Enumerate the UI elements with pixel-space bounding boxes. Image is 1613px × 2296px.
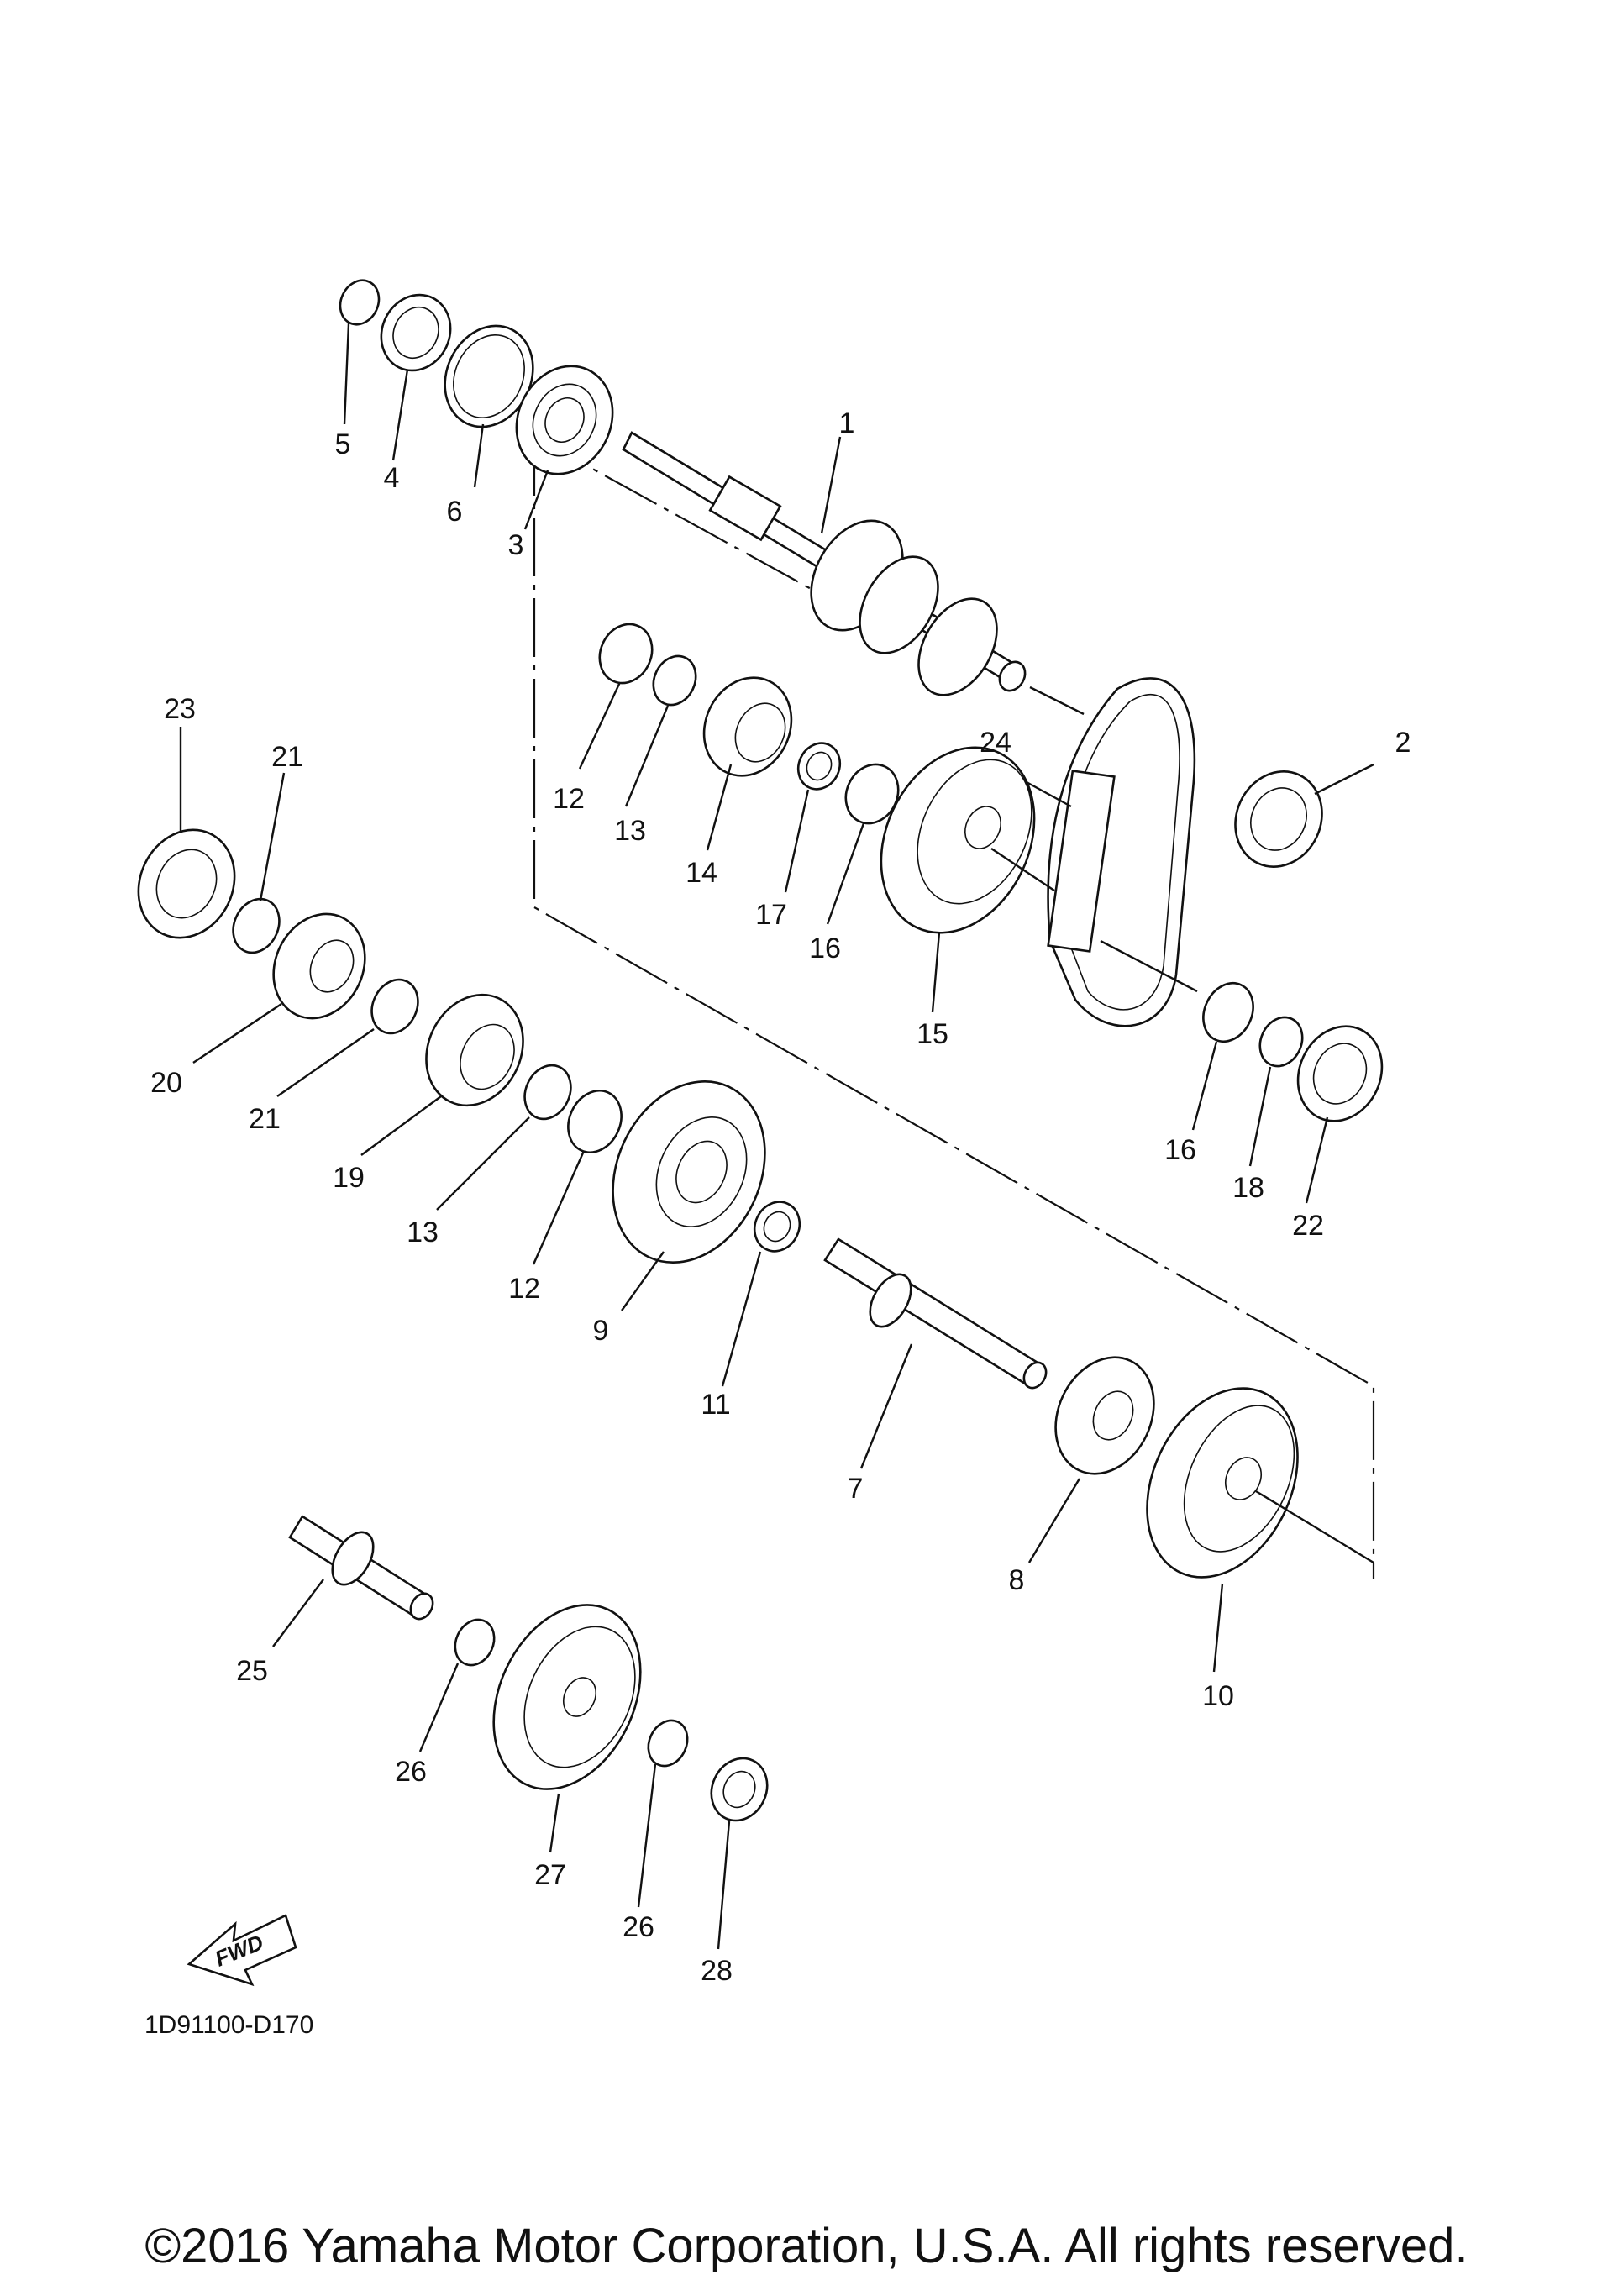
callout-13b: 13 <box>407 1216 439 1248</box>
circlip-13b <box>523 1064 572 1121</box>
callout-28: 28 <box>701 1955 733 1987</box>
circlip-21b <box>370 978 419 1035</box>
callout-26a: 26 <box>395 1756 427 1788</box>
shaft-7 <box>823 1237 1048 1390</box>
shift-clutch-19 <box>425 993 524 1107</box>
leader-lines <box>179 323 1374 1950</box>
callout-24: 24 <box>980 727 1011 759</box>
gear-27 <box>492 1604 642 1790</box>
washer-12a <box>598 623 654 685</box>
bearing-3 <box>515 365 614 475</box>
callout-27: 27 <box>534 1859 566 1891</box>
callout-8: 8 <box>1009 1564 1025 1596</box>
callout-25: 25 <box>236 1655 268 1687</box>
callout-12a: 12 <box>553 783 585 815</box>
callout-26b: 26 <box>623 1911 654 1943</box>
callout-16b: 16 <box>1164 1134 1196 1166</box>
callout-labels: 1 2 3 4 5 6 7 8 9 10 11 12 12 13 13 14 1… <box>150 407 1411 1987</box>
callout-7: 7 <box>848 1473 864 1505</box>
shaft-25 <box>288 1515 434 1621</box>
callout-11: 11 <box>701 1389 730 1421</box>
washer-16b <box>1202 981 1254 1043</box>
chain-24 <box>1047 677 1196 1027</box>
dog-ring-20 <box>272 912 366 1020</box>
callout-9: 9 <box>593 1315 609 1347</box>
callout-23: 23 <box>164 693 196 725</box>
gear-8 <box>1054 1356 1155 1475</box>
circlip-21a <box>232 897 281 954</box>
callout-20: 20 <box>150 1067 182 1099</box>
callout-13a: 13 <box>614 815 646 847</box>
upper-bracket-group <box>598 623 1384 1122</box>
circlip-13a <box>652 654 697 707</box>
bearing-4 <box>380 293 452 372</box>
bearing-23 <box>137 828 236 939</box>
callout-3: 3 <box>508 529 524 561</box>
bottom-group <box>288 1515 769 1822</box>
callout-14: 14 <box>686 857 717 889</box>
callout-15: 15 <box>917 1018 948 1050</box>
callout-18: 18 <box>1232 1172 1264 1204</box>
callout-19: 19 <box>333 1162 365 1194</box>
callout-1: 1 <box>839 407 855 439</box>
callout-5: 5 <box>335 428 351 460</box>
callout-21b: 21 <box>249 1103 281 1135</box>
bearing-22 <box>1296 1025 1384 1122</box>
callout-17: 17 <box>755 899 787 931</box>
callout-6: 6 <box>447 496 463 528</box>
circlip-18 <box>1258 1016 1304 1068</box>
washer-12b <box>567 1090 623 1153</box>
callout-10: 10 <box>1202 1680 1234 1712</box>
axle-1 <box>622 431 1027 696</box>
o-ring-5 <box>339 279 381 326</box>
callout-22: 22 <box>1292 1210 1324 1242</box>
bearing-2 <box>1234 770 1323 868</box>
copyright-notice: ©2016 Yamaha Motor Corporation, U.S.A. A… <box>144 2219 1469 2273</box>
callout-21a: 21 <box>271 741 303 773</box>
callout-4: 4 <box>384 462 400 494</box>
needle-bearing-17 <box>796 742 842 791</box>
gear-10 <box>1146 1387 1299 1579</box>
needle-bearing-11 <box>753 1201 801 1253</box>
main-axle-group <box>339 279 1323 1027</box>
callout-2: 2 <box>1395 727 1411 759</box>
bushing-28 <box>710 1757 769 1822</box>
dog-clutch-14 <box>702 676 793 777</box>
gear-9 <box>612 1080 766 1264</box>
diagram-code: 1D91100-D170 <box>144 2011 313 2039</box>
callout-12b: 12 <box>508 1273 540 1305</box>
callout-16a: 16 <box>809 933 841 964</box>
circlip-26a <box>454 1618 496 1667</box>
gear-15 <box>880 746 1036 934</box>
circlip-26b <box>647 1719 689 1768</box>
left-cluster-group <box>137 828 1374 1579</box>
fwd-arrow-icon: FWD <box>187 1914 297 1987</box>
